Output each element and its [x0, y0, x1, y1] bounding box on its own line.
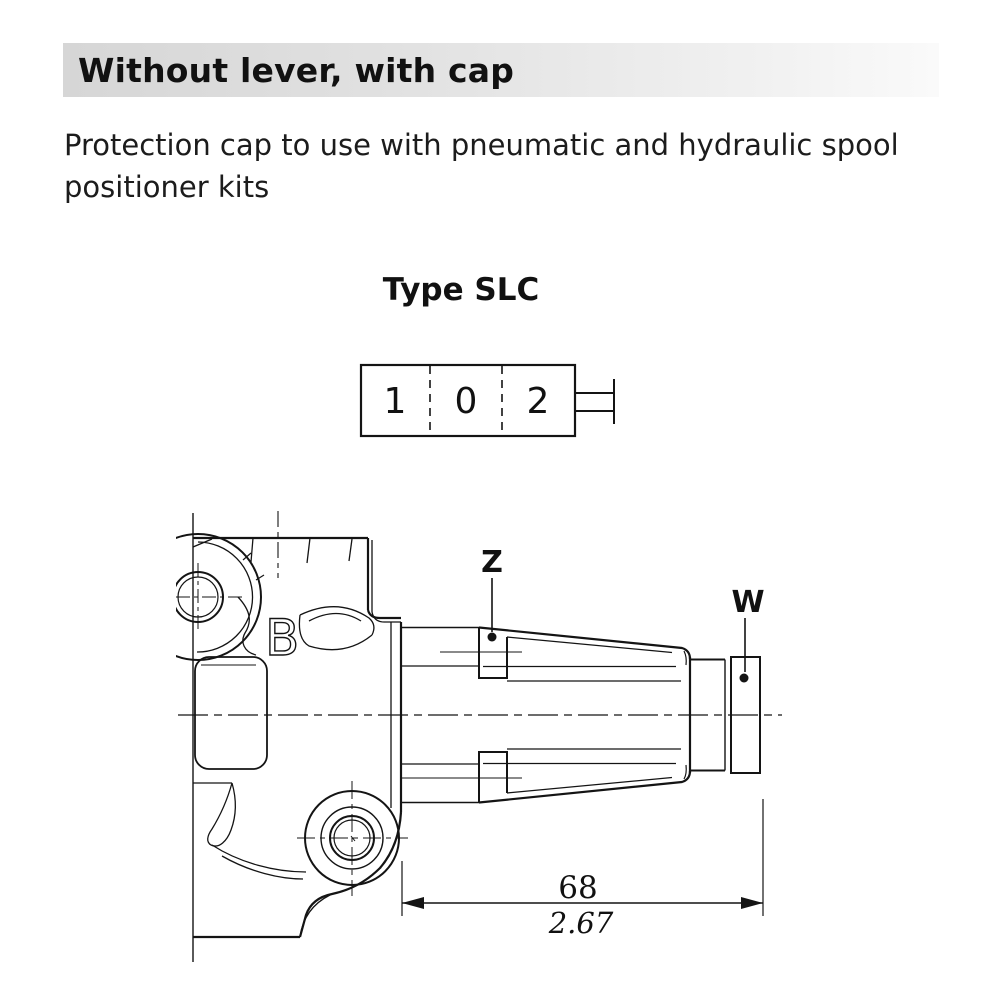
schematic-title: Type SLC: [382, 272, 540, 308]
port-b-label: B: [265, 609, 299, 667]
schematic-outer-box: [359, 363, 577, 438]
dimension-inch: 2.67: [548, 906, 614, 940]
technical-drawing: B: [176, 511, 782, 962]
schematic-cell-0: 0: [455, 381, 478, 422]
w-label: W: [731, 585, 764, 620]
w-leader-dot: [739, 673, 749, 683]
dimension-mm: 68: [558, 870, 597, 906]
protection-cap: [402, 626, 761, 804]
schematic-cap-connector: [575, 379, 615, 424]
top-boss-details: [250, 511, 353, 578]
description-line-1: Protection cap to use with pneumatic and…: [64, 128, 899, 162]
valve-schematic-symbol: 1 0 2: [359, 363, 615, 438]
section-header-bar: Without lever, with cap: [63, 43, 939, 97]
schematic-cell-1: 1: [384, 381, 407, 422]
section-title: Without lever, with cap: [78, 51, 515, 90]
dimension-arrow-right: [741, 897, 763, 909]
description-paragraph: Protection cap to use with pneumatic and…: [64, 124, 964, 208]
dimension-68: 68 2.67: [401, 799, 764, 940]
schematic-cell-2: 2: [527, 381, 550, 422]
dimension-arrow-left: [402, 897, 424, 909]
body-recess: [194, 656, 268, 770]
description-line-2: positioner kits: [64, 170, 270, 204]
w-callout: W: [731, 585, 765, 683]
port-boss-crosshair: [176, 563, 242, 633]
bottom-boss-crosshair: [297, 781, 408, 896]
valve-body-outline: [192, 513, 403, 962]
casting-detail-lines: [193, 596, 375, 938]
z-leader-dot: [487, 632, 497, 642]
z-label: Z: [481, 545, 503, 580]
z-callout: Z: [481, 545, 503, 642]
